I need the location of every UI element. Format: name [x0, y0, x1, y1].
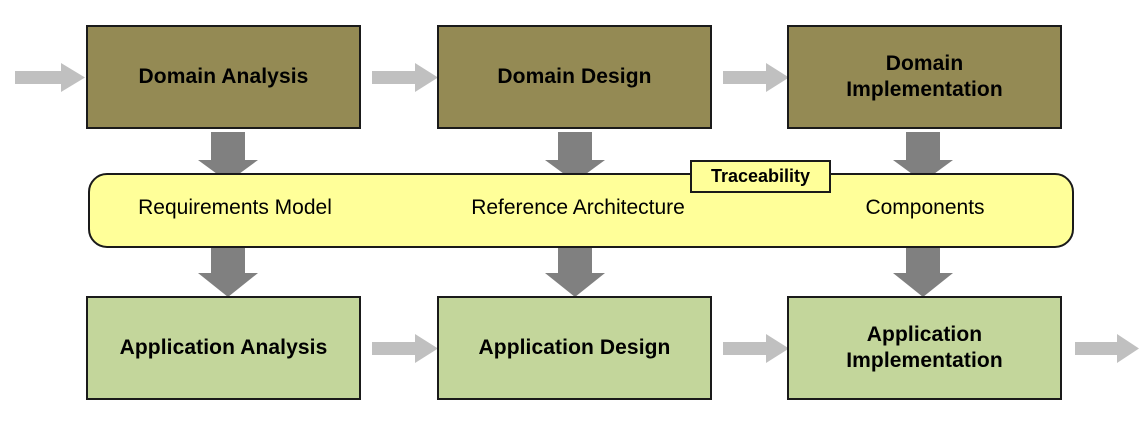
arrow-domain-analysis-to-requirements-model [198, 132, 258, 182]
artifact-label-requirements-model-text: Requirements Model [138, 196, 332, 219]
arrow-domain-implementation-to-components [893, 132, 953, 182]
traceability-callout[interactable]: Traceability [690, 160, 831, 193]
arrow-domain-analysis-to-domain-design [372, 63, 438, 92]
artifact-label-requirements-model: Requirements Model [138, 196, 332, 220]
exit-arrow-application-implementation [1075, 334, 1139, 363]
arrow-components-to-application-implementation [893, 244, 953, 297]
box-application-analysis-label: Application Analysis [119, 336, 328, 360]
artifact-label-reference-architecture-text: Reference Architecture [471, 196, 685, 219]
box-domain-design[interactable]: Domain Design [437, 25, 712, 129]
box-domain-analysis[interactable]: Domain Analysis [86, 25, 361, 129]
arrow-application-analysis-to-application-design [372, 334, 438, 363]
entry-arrow-domain-analysis [15, 63, 85, 92]
box-application-design-label: Application Design [478, 336, 671, 360]
arrow-reference-architecture-to-application-design [545, 244, 605, 297]
arrow-domain-design-to-domain-implementation [723, 63, 789, 92]
arrow-application-design-to-application-implementation [723, 334, 789, 363]
arrow-domain-design-to-reference-architecture [545, 132, 605, 182]
box-application-analysis[interactable]: Application Analysis [86, 296, 361, 400]
arrow-requirements-model-to-application-analysis [198, 244, 258, 297]
box-application-implementation-label: Application Implementation [846, 323, 1003, 372]
box-application-implementation[interactable]: Application Implementation [787, 296, 1062, 400]
box-domain-implementation[interactable]: Domain Implementation [787, 25, 1062, 129]
traceability-label: Traceability [710, 166, 811, 186]
artifact-bar [88, 173, 1074, 248]
box-domain-implementation-label: Domain Implementation [846, 52, 1003, 101]
artifact-label-components-text: Components [865, 196, 985, 219]
box-domain-design-label: Domain Design [497, 65, 652, 89]
box-application-design[interactable]: Application Design [437, 296, 712, 400]
artifact-label-reference-architecture: Reference Architecture [471, 196, 685, 220]
box-domain-analysis-label: Domain Analysis [138, 65, 309, 89]
artifact-label-components: Components [865, 196, 984, 220]
